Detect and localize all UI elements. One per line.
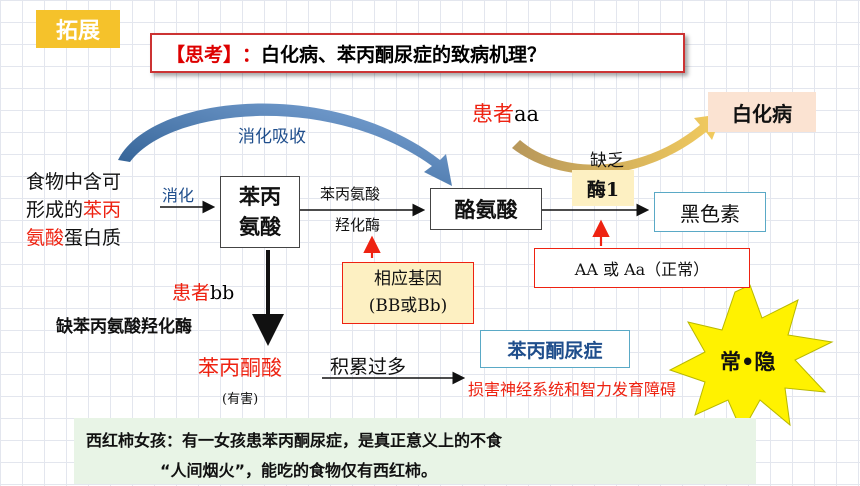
- patient-aa: 患者aa: [472, 98, 539, 128]
- food-line2-b: 苯丙: [83, 199, 122, 221]
- question-colon: ：: [242, 43, 262, 66]
- footer-note: 西红柿女孩：有一女孩患苯丙酮尿症，是真正意义上的不食 “人间烟火”，能吃的食物仅…: [74, 418, 756, 484]
- patient-aa-genotype: aa: [514, 102, 540, 126]
- food-line1: 食物中含可: [26, 171, 122, 193]
- question-banner: 【思考】 ： 白化病、苯丙酮尿症的致病机理？: [150, 33, 685, 73]
- phenylpyruvate-label: 苯丙酮酸: [198, 356, 282, 380]
- gene-box: 相应基因 (BB或Bb): [342, 262, 474, 324]
- phe-line2: 氨酸: [239, 215, 281, 239]
- phenylalanine-box: 苯丙 氨酸: [220, 176, 300, 248]
- patient-bb-genotype: bb: [210, 282, 235, 304]
- accumulate-label: 积累过多: [330, 356, 407, 378]
- star-label: 常•隐: [720, 350, 776, 374]
- question-prefix: 【思考】: [166, 43, 243, 66]
- tyrosine-box: 酪氨酸: [430, 188, 542, 230]
- patient-bb-prefix: 患者: [172, 282, 211, 304]
- patient-aa-prefix: 患者: [472, 102, 514, 126]
- phe-line1: 苯丙: [239, 185, 281, 209]
- footer-line1: 西红柿女孩：有一女孩患苯丙酮尿症，是真正意义上的不食: [86, 431, 503, 450]
- enzyme1-box: 酶1: [572, 170, 634, 206]
- albinism-box: 白化病: [708, 92, 816, 132]
- lack-label: 缺乏: [590, 151, 624, 171]
- digest-label: 消化: [162, 186, 195, 205]
- patient-bb: 患者bb: [172, 278, 234, 305]
- food-line3-a: 氨酸: [26, 227, 65, 249]
- harmful-label: (有害): [222, 392, 259, 407]
- gene-line2: (BB或Bb): [368, 296, 448, 316]
- question-text: 白化病、苯丙酮尿症的致病机理？: [261, 43, 547, 66]
- food-line3: 氨酸蛋白质: [26, 224, 121, 252]
- extension-tag: 拓展: [36, 10, 120, 48]
- damage-label: 损害神经系统和智力发育障碍: [468, 380, 677, 399]
- footer-line2: “人间烟火”，能吃的食物仅有西红柿。: [160, 461, 438, 480]
- enzyme-label-line2: 羟化酶: [335, 216, 381, 234]
- food-line3-b: 蛋白质: [64, 227, 122, 249]
- normal-genotype-box: AA 或 Aa（正常）: [534, 248, 750, 288]
- food-line2-a: 形成的: [26, 199, 84, 221]
- enzyme-label-line1: 苯丙氨酸: [320, 185, 381, 203]
- melanin-box: 黑色素: [654, 192, 766, 232]
- lack-enzyme-label: 缺苯丙氨酸羟化酶: [56, 317, 192, 337]
- absorb-label: 消化吸收: [238, 127, 306, 147]
- food-source-text: 食物中含可 形成的苯丙 氨酸蛋白质: [26, 168, 121, 252]
- food-line2: 形成的苯丙: [26, 196, 121, 224]
- pku-box: 苯丙酮尿症: [480, 330, 630, 368]
- gene-line1: 相应基因: [374, 269, 442, 289]
